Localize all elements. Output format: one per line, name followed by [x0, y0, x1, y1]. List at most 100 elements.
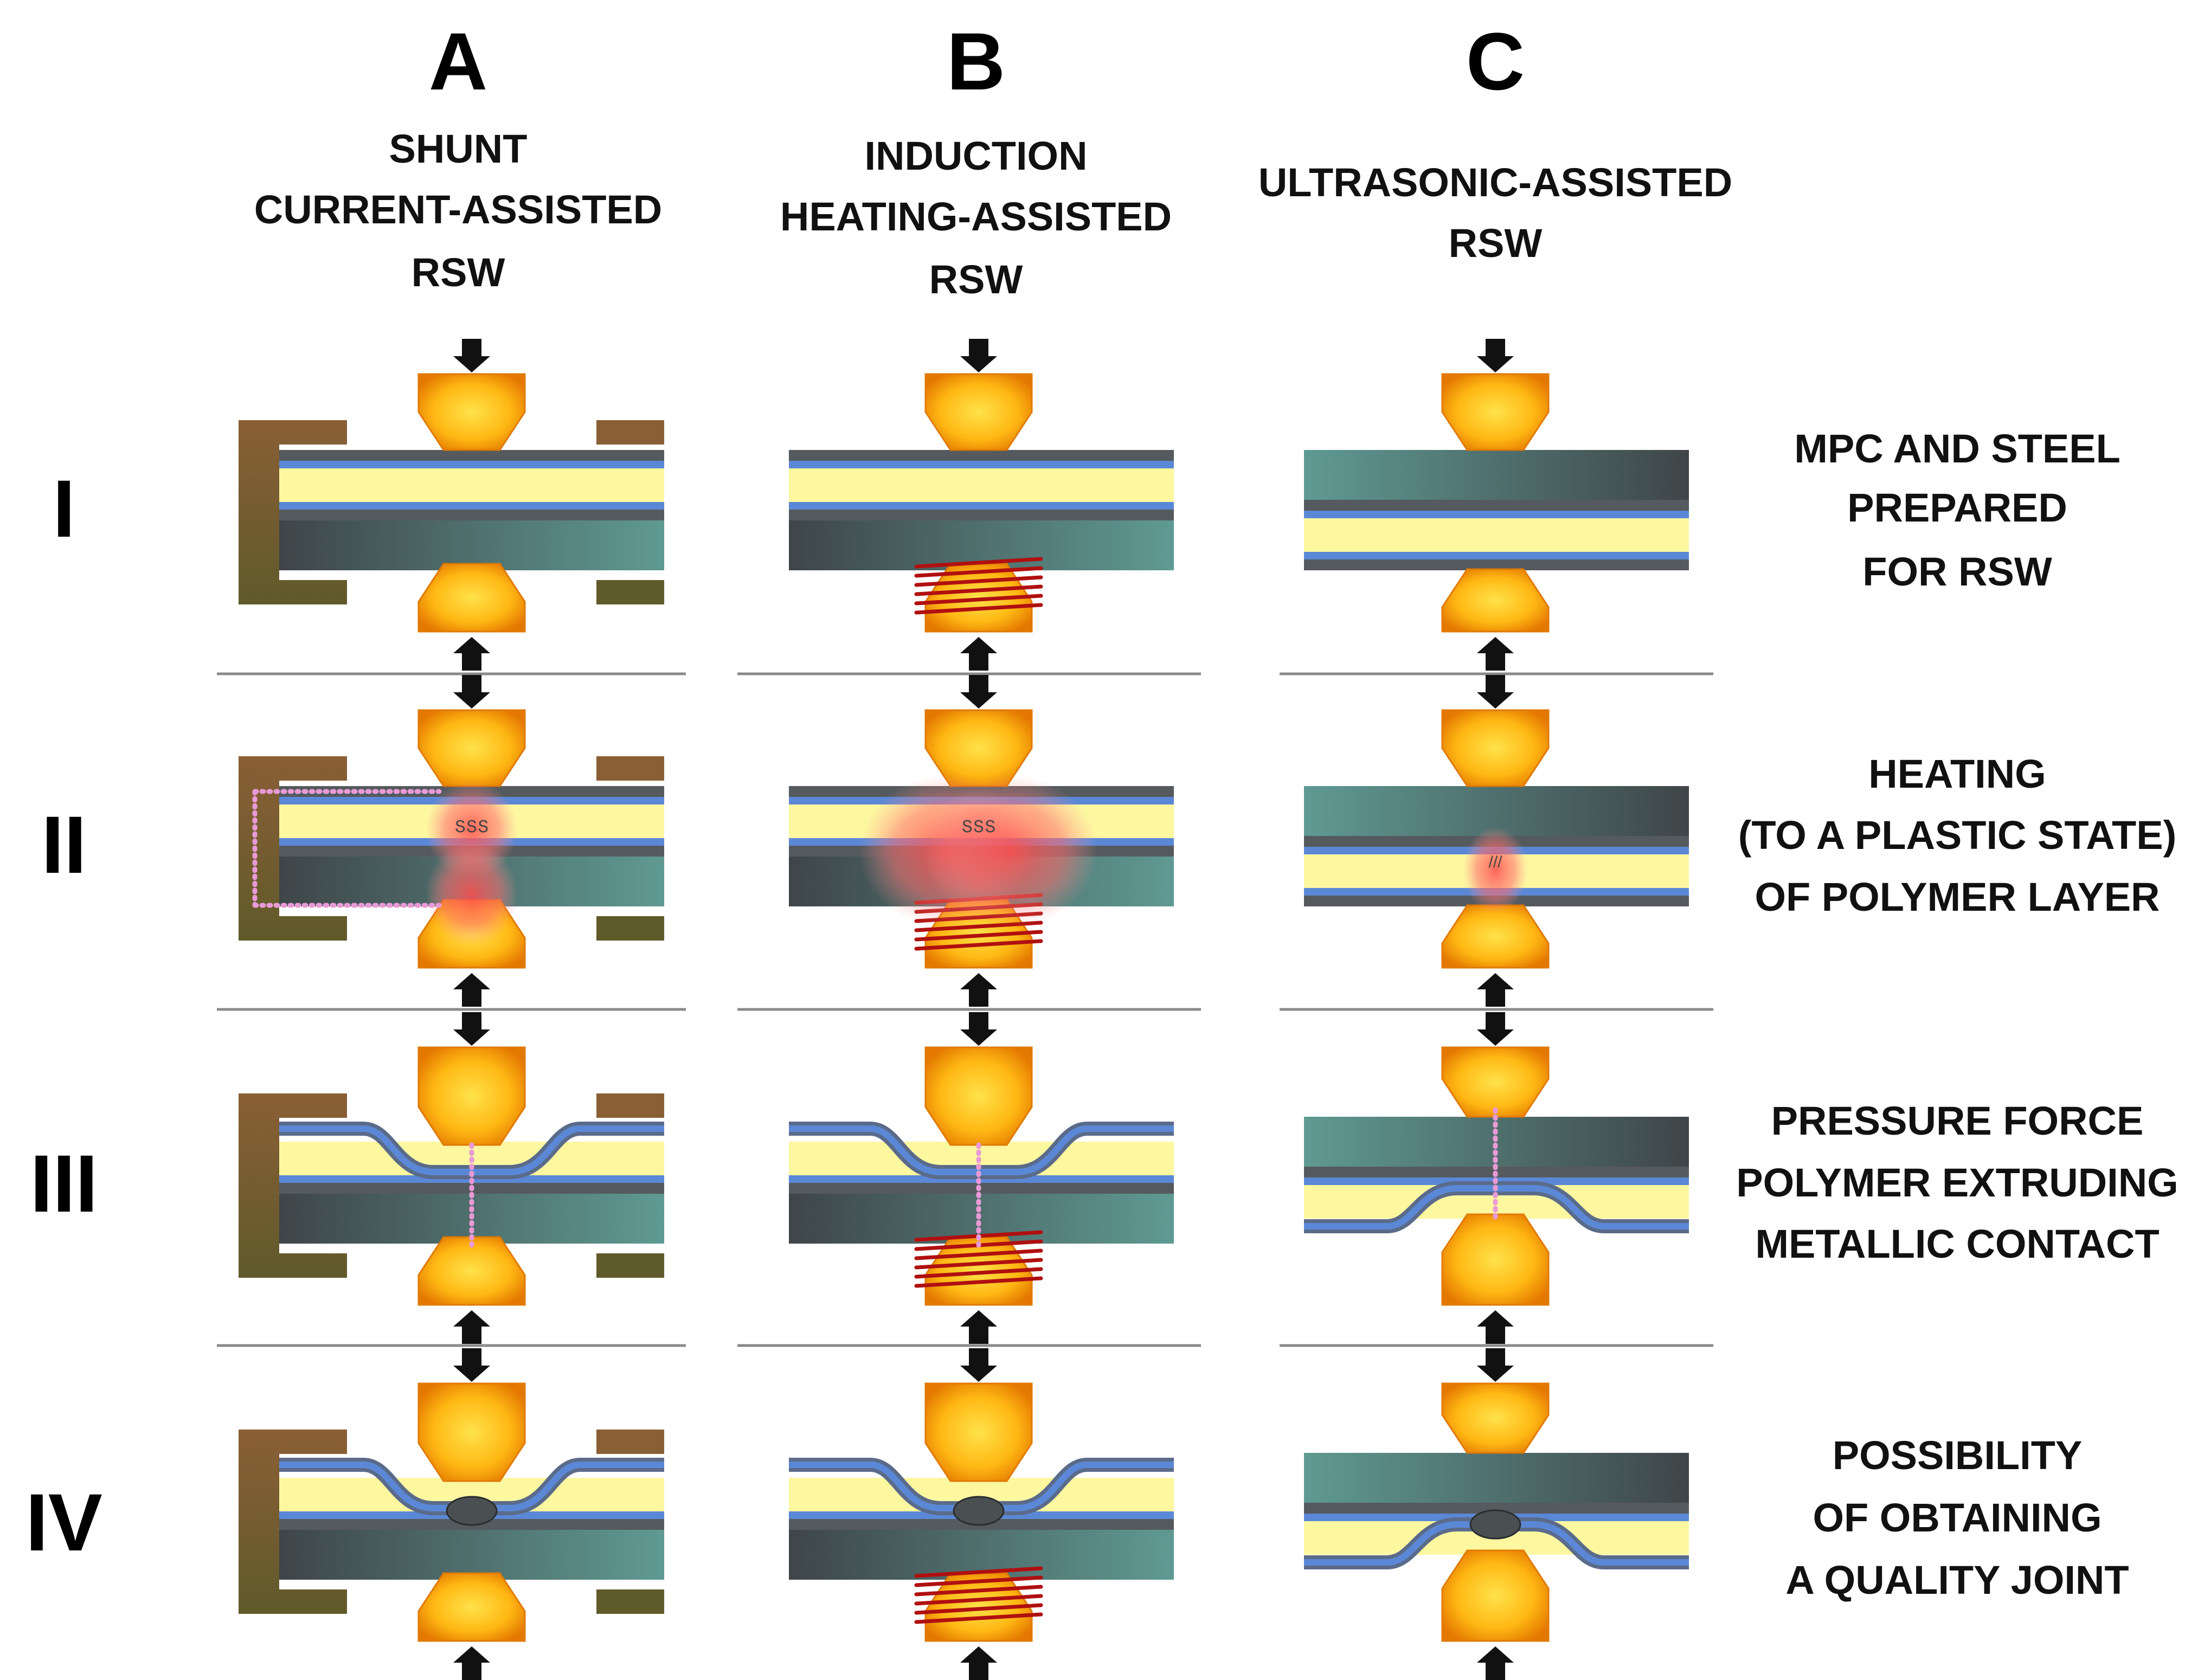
cell-a-iv [239, 1348, 664, 1680]
shunt-frame [239, 1093, 347, 1278]
shunt-frame [239, 756, 347, 941]
induction-coil-turn [914, 1585, 1043, 1597]
mpc-top-steel-skin [279, 450, 664, 461]
induction-coil-turn [914, 1258, 1043, 1270]
row-description-line: (TO A PLASTIC STATE) [1738, 813, 2176, 858]
induction-coil-turn [914, 1612, 1043, 1624]
weld-nugget [953, 1496, 1005, 1526]
clamp-block-bottom [596, 916, 664, 941]
induction-coil-turn [914, 939, 1043, 951]
lower-electrode [1441, 1213, 1550, 1306]
clamp-block-top [596, 1093, 664, 1118]
up-force-arrow-icon [960, 637, 997, 671]
row-description-line: MPC AND STEEL [1794, 426, 2121, 471]
up-force-arrow-icon [453, 637, 490, 671]
induction-coil-turn [914, 1276, 1043, 1288]
column-header-c: C ULTRASONIC-ASSISTED RSW [1258, 16, 1732, 266]
row-description-i: MPC AND STEEL PREPARED FOR RSW [1794, 426, 2121, 594]
mpc-blue-skin [1304, 552, 1689, 559]
row-numeral-ii: II [41, 799, 86, 890]
upper-electrode [924, 1046, 1033, 1146]
induction-coil-turn [914, 1267, 1043, 1279]
up-force-arrow-icon [1477, 973, 1514, 1007]
cell-b-ii: ՏՏՏ [789, 675, 1174, 1007]
cell-a-i [239, 339, 664, 671]
induction-coil-turn [914, 930, 1043, 942]
row-description-line: A QUALITY JOINT [1785, 1557, 2129, 1602]
row-description-line: FOR RSW [1862, 549, 2052, 594]
down-force-arrow-icon [960, 675, 997, 709]
down-force-arrow-icon [1477, 1012, 1514, 1046]
heat-zone [924, 775, 1098, 927]
polymer-core [279, 468, 664, 502]
up-force-arrow-icon [960, 1310, 997, 1344]
mpc-blue-skin [789, 461, 1174, 468]
upper-electrode [417, 1382, 526, 1482]
induction-coil-turn [914, 1603, 1043, 1615]
row-description-ii: HEATING (TO A PLASTIC STATE) OF POLYMER … [1738, 751, 2176, 919]
clamp-block-bottom [596, 580, 664, 604]
down-force-arrow-icon [960, 339, 997, 372]
upper-electrode [924, 1382, 1033, 1482]
column-letter: C [1466, 16, 1525, 107]
cell-b-iv [789, 1348, 1174, 1680]
induction-coil-turn [914, 584, 1043, 596]
shunt-frame [239, 420, 347, 604]
mpc-blue-skin [1304, 511, 1689, 518]
induction-coil-turn [914, 603, 1043, 615]
mpc-bottom-steel-skin [789, 1183, 1174, 1194]
shunt-frame [239, 1430, 347, 1614]
lower-electrode [1441, 1549, 1550, 1642]
column-heading-line: CURRENT-ASSISTED [254, 187, 662, 232]
steel-sheet [279, 1530, 664, 1580]
weld-nugget [446, 1496, 498, 1526]
column-heading-line: RSW [412, 250, 505, 295]
upper-electrode [1441, 373, 1550, 451]
row-description-line: POSSIBILITY [1833, 1433, 2083, 1478]
polymer-core [789, 468, 1174, 502]
upper-electrode [1441, 709, 1550, 787]
column-letter: B [947, 16, 1005, 107]
column-heading-line: HEATING-ASSISTED [780, 194, 1172, 239]
induction-coil-turn [914, 1575, 1043, 1587]
column-heading-line: RSW [1449, 221, 1543, 266]
clamp-block-top [596, 420, 664, 445]
clamp-block-bottom [596, 1589, 664, 1614]
up-force-arrow-icon [960, 973, 997, 1007]
row-description-line: POLYMER EXTRUDING [1736, 1160, 2178, 1205]
cell-c-iv [1304, 1348, 1689, 1680]
down-force-arrow-icon [1477, 1348, 1514, 1382]
steel-sheet [1304, 450, 1689, 500]
row-description-line: HEATING [1868, 751, 2046, 796]
down-force-arrow-icon [453, 675, 490, 709]
cell-a-iii [239, 1012, 664, 1344]
mpc-top-steel-skin [1304, 1503, 1689, 1514]
mpc-blue-skin [279, 461, 664, 468]
upper-electrode [1441, 1046, 1550, 1118]
heat-wave-icon: ՏՏՏ [961, 818, 995, 836]
down-force-arrow-icon [453, 339, 490, 372]
row-description-line: METALLIC CONTACT [1755, 1221, 2159, 1266]
lower-electrode [1441, 904, 1550, 969]
up-force-arrow-icon [453, 973, 490, 1007]
heat-zone [426, 843, 518, 946]
column-header-b: B INDUCTION HEATING-ASSISTED RSW [780, 16, 1172, 302]
column-letter: A [429, 16, 487, 107]
column-heading-line: SHUNT [389, 126, 528, 171]
down-force-arrow-icon [453, 1012, 490, 1046]
down-force-arrow-icon [453, 1348, 490, 1382]
induction-coil-turn [914, 1594, 1043, 1606]
up-force-arrow-icon [453, 1310, 490, 1344]
steel-sheet [279, 520, 664, 570]
upper-electrode [417, 373, 526, 451]
mpc-bottom-steel-skin [279, 510, 664, 520]
steel-sheet [1304, 1453, 1689, 1503]
mpc-top-steel-skin [789, 450, 1174, 461]
lower-electrode [417, 1572, 526, 1642]
mpc-bottom-steel-skin [1304, 559, 1689, 570]
cell-c-i [1304, 339, 1689, 671]
row-description-iv: POSSIBILITY OF OBTAINING A QUALITY JOINT [1785, 1433, 2129, 1602]
row-numeral-i: I [53, 463, 75, 554]
